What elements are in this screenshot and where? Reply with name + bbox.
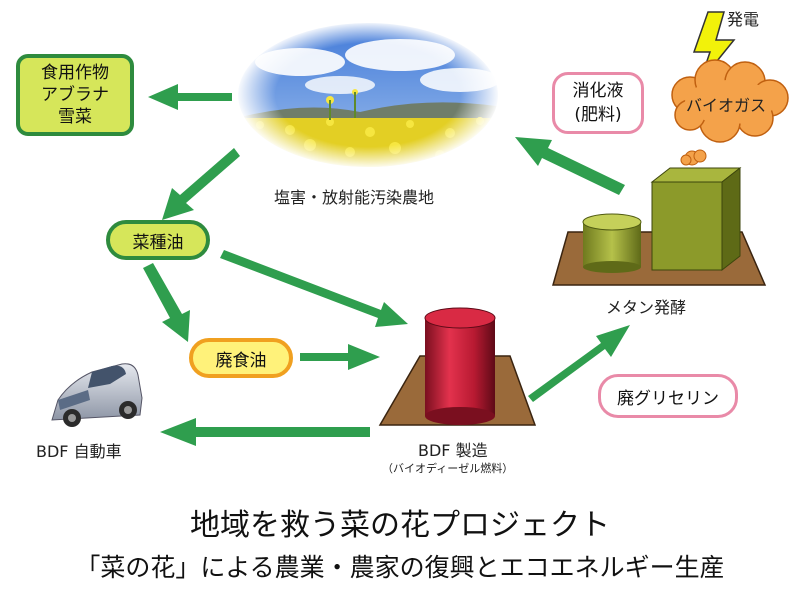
page-subtitle: 「菜の花」による農業・農家の復興とエコエネルギー生産 <box>75 553 725 582</box>
crops-box: 食用作物 アブラナ 雪菜 <box>16 54 134 136</box>
car-illustration <box>51 363 143 427</box>
arrow-rapeseed-oil-to-waste-oil <box>143 263 190 342</box>
crops-line-2: アブラナ <box>41 85 109 105</box>
rapeseed-oil-box: 菜種油 <box>106 220 210 260</box>
field-vignette <box>236 21 500 169</box>
bdf-production-label: BDF 製造 <box>418 441 488 460</box>
crops-line-3: 雪菜 <box>58 107 92 127</box>
glycerin-box: 廃グリセリン <box>598 374 738 418</box>
bdf-tank-illustration <box>378 307 537 426</box>
arrow-field-to-crops <box>148 84 232 110</box>
digestate-line-1: 消化液 <box>572 81 624 101</box>
biogas-cloud-icon <box>671 59 789 143</box>
digestate-box: 消化液 (肥料) <box>552 72 644 134</box>
arrow-rapeseed-oil-to-bdf <box>220 250 408 327</box>
bdf-note-label: （バイオディーゼル燃料） <box>382 462 514 475</box>
arrow-bdf-to-methane <box>528 325 630 402</box>
waste-oil-box: 廃食油 <box>189 338 293 378</box>
methane-plant-illustration <box>552 149 767 286</box>
arrow-methane-to-field <box>515 137 625 195</box>
biogas-label: バイオガス <box>686 96 767 115</box>
methane-label: メタン発酵 <box>606 298 687 317</box>
digestate-line-2: (肥料) <box>574 105 622 125</box>
farmland-label: 塩害・放射能汚染農地 <box>274 188 435 207</box>
arrow-bdf-to-car <box>160 418 370 446</box>
arrow-waste-oil-to-bdf <box>300 344 380 370</box>
bdf-car-label: BDF 自動車 <box>36 442 122 461</box>
arrow-field-to-rapeseed-oil <box>162 148 240 220</box>
page-title: 地域を救う菜の花プロジェクト <box>190 508 610 543</box>
crops-line-1: 食用作物 <box>41 63 109 83</box>
flow-arrows <box>143 84 630 446</box>
power-label: 発電 <box>727 10 760 29</box>
